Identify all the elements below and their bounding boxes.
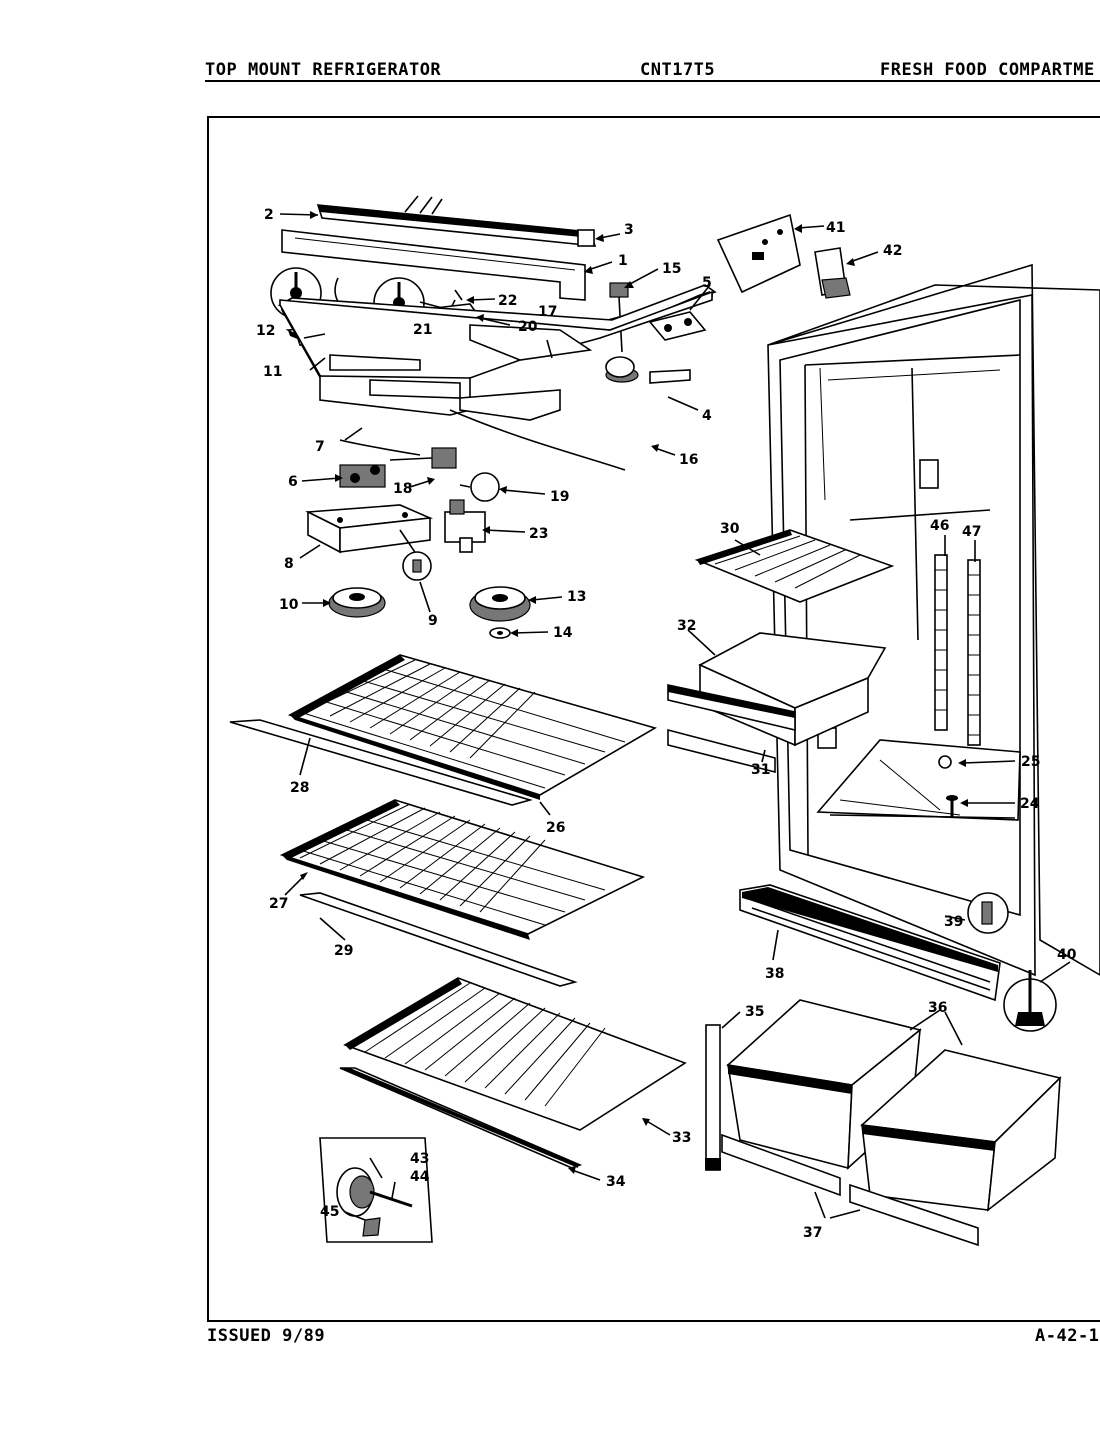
callout-17: 17 — [538, 304, 557, 320]
callout-25: 25 — [1021, 754, 1040, 770]
callout-7: 7 — [315, 439, 325, 455]
callout-36: 36 — [928, 1000, 947, 1016]
header-model-number: CNT17T5 — [640, 60, 716, 80]
callout-15: 15 — [662, 261, 681, 277]
callout-13: 13 — [567, 589, 586, 605]
callout-labels: 1 2 3 4 5 6 7 8 9 10 11 12 13 14 15 16 1… — [256, 207, 1077, 1241]
callout-35: 35 — [745, 1004, 764, 1020]
callout-12: 12 — [256, 323, 275, 339]
electrical-parts — [305, 439, 531, 639]
callout-18: 18 — [393, 481, 412, 497]
footer-page-code: A-42-1 — [1035, 1326, 1100, 1346]
callout-22: 22 — [498, 293, 517, 309]
callout-31: 31 — [751, 762, 770, 778]
diagram-frame — [207, 116, 1100, 1322]
callout-29: 29 — [334, 943, 353, 959]
callout-1: 1 — [618, 253, 628, 269]
callout-30: 30 — [720, 521, 740, 537]
cabinet-outline — [767, 263, 1100, 977]
shelf-support-rails — [934, 554, 981, 746]
callout-8: 8 — [284, 556, 294, 572]
callout-3: 3 — [624, 222, 634, 238]
callout-5: 5 — [702, 275, 712, 291]
callout-46: 46 — [930, 518, 949, 534]
callout-20: 20 — [518, 319, 538, 335]
callout-19: 19 — [550, 489, 569, 505]
hardware-parts — [716, 213, 958, 818]
callout-43: 43 — [410, 1151, 429, 1167]
header-title: TOP MOUNT REFRIGERATOR — [205, 60, 442, 80]
roller-inset — [319, 1137, 433, 1243]
glass-shelf-crisper-cover — [339, 977, 687, 1169]
callout-41: 41 — [826, 220, 845, 236]
callout-33: 33 — [672, 1130, 691, 1146]
callout-23: 23 — [529, 526, 548, 542]
callout-14: 14 — [553, 625, 573, 641]
callout-21: 21 — [413, 322, 432, 338]
callout-2: 2 — [264, 207, 274, 223]
callout-11: 11 — [263, 364, 282, 380]
callout-4: 4 — [702, 408, 712, 424]
callout-37: 37 — [803, 1225, 822, 1241]
callout-24: 24 — [1020, 796, 1040, 812]
callout-42: 42 — [883, 243, 902, 259]
footer-issued-date: ISSUED 9/89 — [207, 1326, 326, 1346]
crisper-drawers — [705, 999, 1062, 1247]
wire-shelf-upper — [229, 654, 658, 806]
callout-10: 10 — [279, 597, 299, 613]
callout-45: 45 — [320, 1204, 339, 1220]
liner-top-panel — [277, 284, 717, 471]
callout-9: 9 — [428, 613, 438, 629]
callout-38: 38 — [765, 966, 784, 982]
wire-shelf-middle — [279, 799, 646, 987]
callout-16: 16 — [679, 452, 698, 468]
callout-6: 6 — [288, 474, 298, 490]
grille-leveler-parts — [739, 884, 1057, 1032]
callout-27: 27 — [269, 896, 288, 912]
callout-26: 26 — [546, 820, 565, 836]
header-section-name: FRESH FOOD COMPARTME — [880, 60, 1095, 80]
callout-28: 28 — [290, 780, 309, 796]
meat-keeper-shelf-parts — [667, 529, 895, 774]
callout-34: 34 — [606, 1174, 626, 1190]
leader-lines — [279, 211, 1071, 1221]
callout-32: 32 — [677, 618, 696, 634]
callout-39: 39 — [944, 914, 963, 930]
callout-40: 40 — [1057, 947, 1077, 963]
header-rule — [205, 80, 1100, 82]
callout-44: 44 — [410, 1169, 430, 1185]
control-housing-parts — [270, 195, 707, 353]
callout-47: 47 — [962, 524, 981, 540]
